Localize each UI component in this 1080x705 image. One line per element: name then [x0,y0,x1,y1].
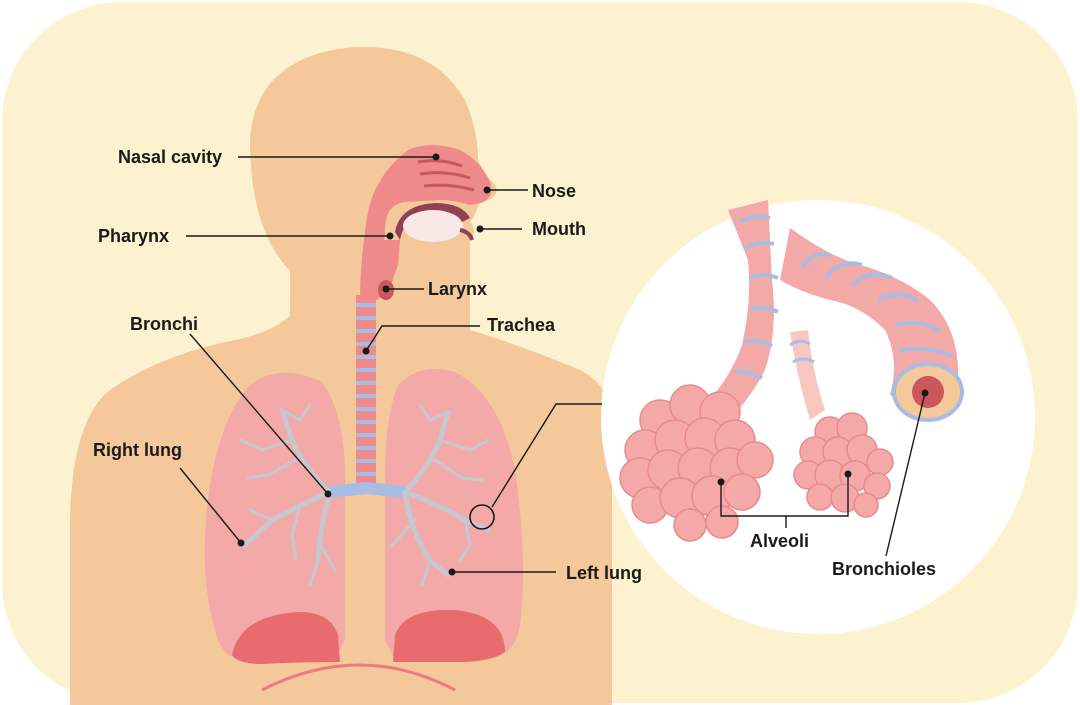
alveoli-cluster-left [619,384,774,542]
label-alveoli: Alveoli [750,531,809,551]
label-nose: Nose [532,181,576,201]
label-larynx: Larynx [428,279,487,299]
label-bronchi: Bronchi [130,314,198,334]
label-trachea: Trachea [487,315,556,335]
labels: Nasal cavity Nose Mouth Pharynx Larynx T… [93,147,936,583]
label-pharynx: Pharynx [98,226,169,246]
leader-lines [179,153,929,576]
diaphragm [261,663,456,692]
oral-cavity [395,203,470,240]
label-left-lung: Left lung [566,563,642,583]
upper-airway [360,145,492,300]
label-nasal-cavity: Nasal cavity [118,147,222,167]
magnify-target [469,504,495,530]
zoom-inset [601,200,1035,634]
label-right-lung: Right lung [93,440,182,460]
label-bronchioles: Bronchioles [832,559,936,579]
nasal-cavity-shape [360,145,492,300]
label-mouth: Mouth [532,219,586,239]
tongue [403,210,463,242]
bronchial-tree [238,403,491,587]
